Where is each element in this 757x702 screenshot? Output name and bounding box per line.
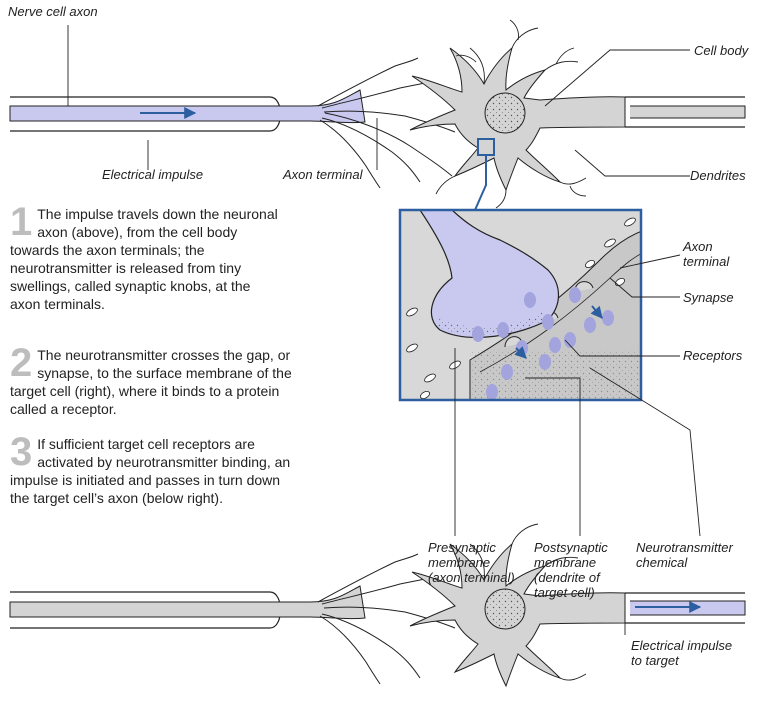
bottom-nucleus bbox=[485, 589, 525, 629]
label-synapse: Synapse bbox=[683, 290, 734, 305]
label-cell-body: Cell body bbox=[694, 43, 748, 58]
step-3: 3 If sufficient target cell receptors ar… bbox=[10, 435, 295, 507]
label-nerve-cell-axon: Nerve cell axon bbox=[8, 4, 98, 19]
label-axon-terminal-inset: Axon terminal bbox=[683, 239, 729, 269]
bottom-axon bbox=[10, 586, 365, 619]
label-dendrites: Dendrites bbox=[690, 168, 746, 183]
label-neurotransmitter-chemical: Neurotransmitter chemical bbox=[636, 540, 733, 570]
label-postsynaptic-membrane: Postsynaptic membrane (dendrite of targe… bbox=[534, 540, 608, 600]
synapse-inset bbox=[400, 210, 645, 400]
label-electrical-impulse-target: Electrical impulse to target bbox=[631, 638, 732, 668]
step-1: 1 The impulse travels down the neuronal … bbox=[10, 205, 280, 313]
label-axon-terminal: Axon terminal bbox=[283, 167, 362, 182]
step-1-text: The impulse travels down the neuronal ax… bbox=[10, 206, 278, 312]
label-receptors: Receptors bbox=[683, 348, 742, 363]
step-3-number: 3 bbox=[10, 435, 32, 469]
top-axon bbox=[10, 90, 365, 123]
label-electrical-impulse: Electrical impulse bbox=[102, 167, 203, 182]
step-2-text: The neurotransmitter crosses the gap, or… bbox=[10, 347, 292, 417]
step-2: 2 The neurotransmitter crosses the gap, … bbox=[10, 346, 295, 418]
step-1-number: 1 bbox=[10, 205, 32, 239]
top-nucleus bbox=[485, 93, 525, 133]
label-presynaptic-membrane: Presynaptic membrane (axon terminal) bbox=[428, 540, 515, 585]
step-2-number: 2 bbox=[10, 346, 32, 380]
step-3-text: If sufficient target cell receptors are … bbox=[10, 436, 290, 506]
